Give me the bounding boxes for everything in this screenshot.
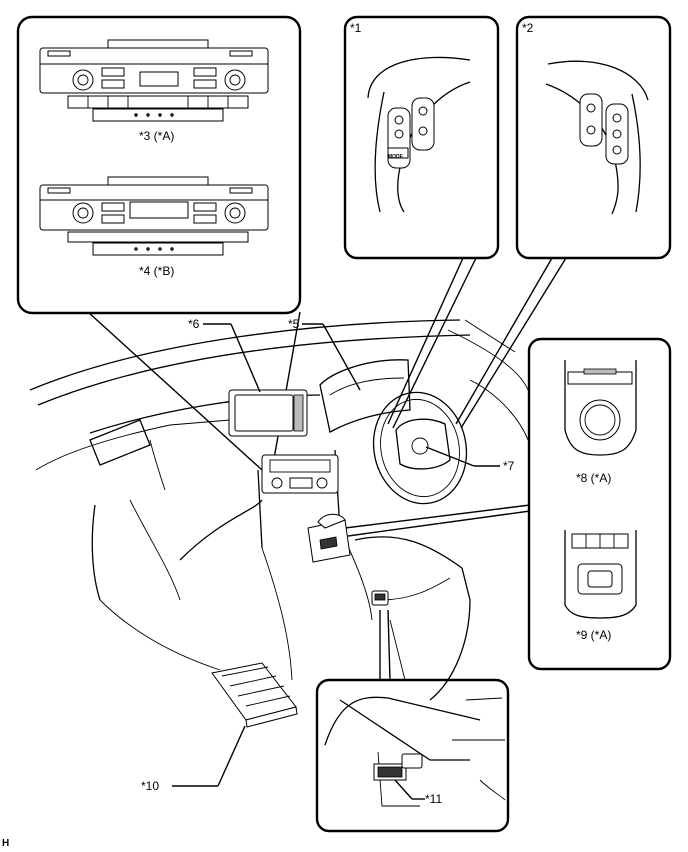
audio-panel-a-drawing <box>39 39 269 122</box>
callout-label-10: *10 <box>141 779 160 793</box>
callout-label-7: *7 <box>503 459 515 473</box>
callout-label-2: *2 <box>522 21 534 35</box>
callout-label-6: *6 <box>188 317 200 331</box>
callout-label-4: *4 (*B) <box>139 264 175 278</box>
ecu-module-drawing <box>172 662 298 787</box>
steering-switch-left-drawing <box>367 56 471 213</box>
steering-switch-right-drawing <box>545 60 649 215</box>
leader-lines <box>87 257 567 681</box>
vehicle-interior-drawing <box>29 319 529 701</box>
callout-label-11: *11 <box>425 792 443 806</box>
audio-panel-b-drawing <box>39 176 269 256</box>
callout-label-1: *1 <box>350 21 362 35</box>
mode-button-label: MODE <box>388 154 403 160</box>
callout-label-8: *8 (*A) <box>576 471 612 485</box>
callout-label-5: *5 <box>288 317 300 331</box>
callout-label-9: *9 (*A) <box>576 628 612 642</box>
under-console-drawing <box>324 696 506 807</box>
console-switch-callout-frame <box>527 337 672 671</box>
callout-label-3: *3 (*A) <box>139 129 175 143</box>
callout-leaders <box>203 323 500 467</box>
remote-knob-drawing <box>564 360 637 456</box>
corner-code-label: H <box>2 838 10 849</box>
touch-pad-switch-drawing <box>564 530 637 619</box>
